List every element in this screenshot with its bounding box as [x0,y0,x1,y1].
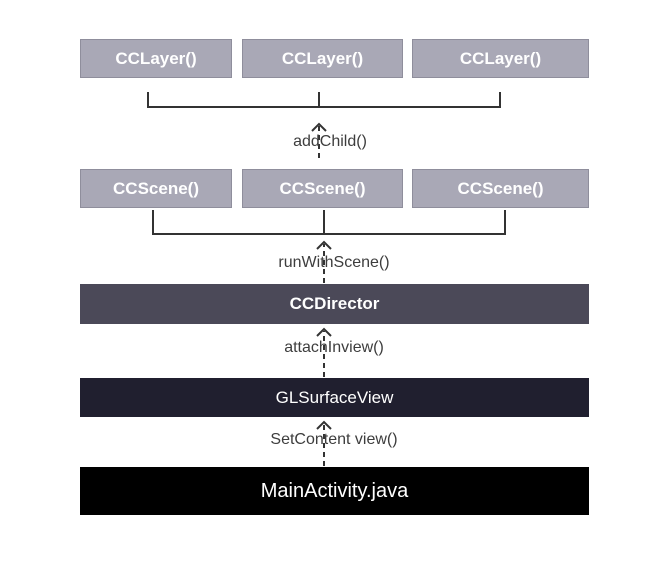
ccdirector-box: CCDirector [80,284,589,324]
cclayer-box-1: CCLayer() [80,39,232,78]
arrow-add-child-head [311,122,327,132]
cclayer-box-2: CCLayer() [242,39,403,78]
ccscene-box-1: CCScene() [80,169,232,208]
glsurfaceview-box: GLSurfaceView [80,378,589,417]
ccscene-box-2: CCScene() [242,169,403,208]
arrow-set-content-head [316,420,332,430]
arrow-run-with-scene-head [316,240,332,250]
layer-bracket [147,92,501,108]
arrow-attach-view-head [316,327,332,337]
scene-bracket [152,210,506,235]
set-content-view-label: SetContent view() [270,431,398,448]
ccscene-box-3: CCScene() [412,169,589,208]
cclayer-box-3: CCLayer() [412,39,589,78]
attach-view-label: attachInview() [284,339,384,356]
run-with-scene-label: runWithScene() [278,254,390,271]
add-child-label: addChild() [293,133,367,150]
main-activity-box: MainActivity.java [80,467,589,515]
